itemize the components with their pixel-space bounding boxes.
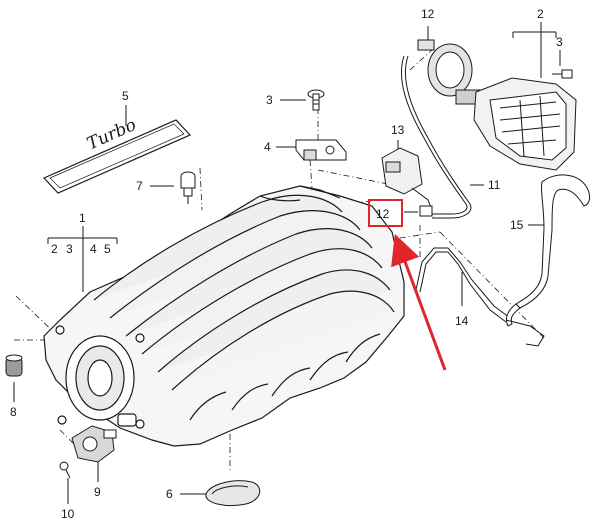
sensor-part-9 (71, 425, 117, 463)
callout-10: 10 (61, 507, 75, 521)
actuator-assembly-part-2 (417, 39, 577, 171)
callout-1-sub-b: 3 (66, 242, 73, 256)
callout-12-highlight: 12 (368, 199, 403, 227)
callout-4: 4 (264, 140, 271, 154)
leader-lines (13, 22, 561, 504)
callout-11: 11 (488, 178, 501, 192)
vacuum-hose-part-11 (400, 55, 472, 219)
callout-1-sub-c: 4 (90, 242, 97, 256)
callout-6: 6 (166, 487, 173, 501)
bolt-part-10 (59, 461, 71, 479)
callout-8: 8 (10, 405, 17, 419)
highlight-arrow (391, 233, 447, 371)
seal-part-6 (205, 480, 261, 507)
valve-part-13 (381, 147, 433, 217)
callout-1-sub-d: 5 (104, 242, 111, 256)
callout-2: 2 (537, 7, 544, 21)
sensor-part-7 (180, 171, 196, 204)
callout-3-right: 3 (556, 35, 563, 49)
callout-9: 9 (94, 485, 101, 499)
callout-15: 15 (510, 218, 524, 232)
screw-part-3-right (552, 69, 573, 79)
callout-1-sub-a: 2 (51, 242, 58, 256)
callout-1: 1 (79, 211, 86, 225)
rod-part-14 (415, 247, 511, 323)
hose-part-15 (505, 174, 591, 347)
callout-5: 5 (122, 89, 129, 103)
callout-7: 7 (136, 179, 143, 193)
callout-12-top: 12 (421, 7, 435, 21)
callout-3-center: 3 (266, 93, 273, 107)
callout-14: 14 (455, 314, 469, 328)
intake-manifold (43, 185, 405, 447)
callout-12-highlight-label: 12 (376, 207, 390, 221)
bracket-part-4 (295, 139, 347, 161)
plug-part-8 (5, 354, 23, 377)
callout-13: 13 (391, 123, 405, 137)
bolt-part-3-center (307, 89, 325, 111)
turbo-badge (42, 119, 192, 194)
